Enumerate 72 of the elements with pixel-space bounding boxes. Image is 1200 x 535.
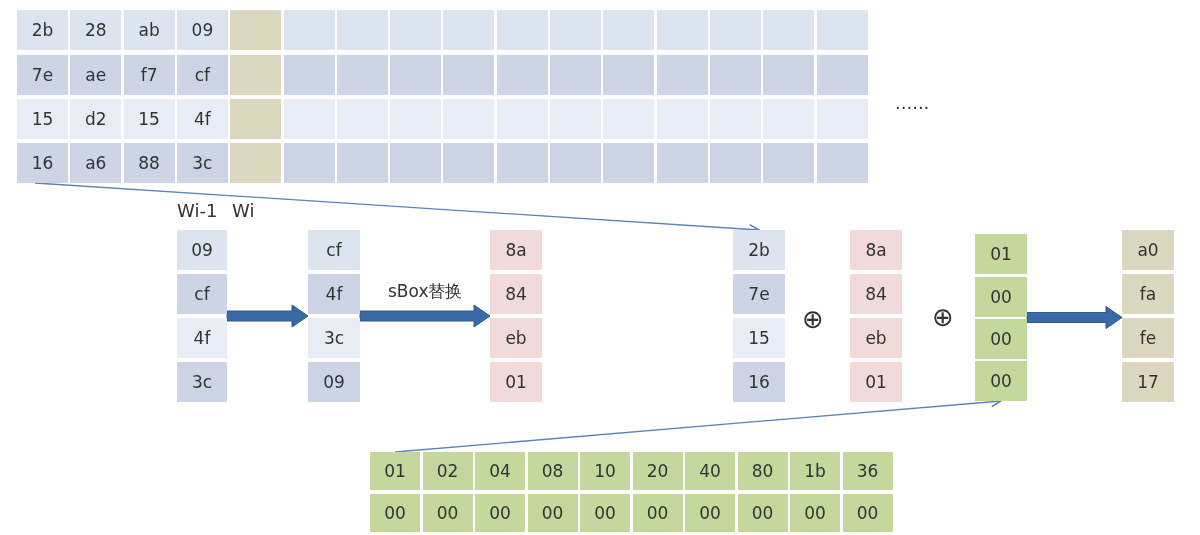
byte-cell: 4f bbox=[177, 318, 227, 358]
column-label: Wi bbox=[232, 200, 255, 221]
table-cell: 80 bbox=[737, 452, 788, 490]
byte-cell: 00 bbox=[975, 277, 1027, 317]
byte-cell: 16 bbox=[733, 362, 785, 402]
table-cell: d2 bbox=[70, 99, 122, 139]
byte-cell: 17 bbox=[1122, 362, 1174, 402]
table-cell: a6 bbox=[70, 143, 122, 183]
byte-cell: 3c bbox=[308, 318, 360, 358]
byte-cell: 15 bbox=[733, 318, 785, 358]
table-cell: f7 bbox=[123, 55, 175, 95]
table-cell: 00 bbox=[527, 494, 578, 532]
table-cell: ae bbox=[70, 55, 122, 95]
block-arrow bbox=[359, 304, 491, 328]
table-cell: 10 bbox=[580, 452, 630, 490]
byte-cell: 2b bbox=[733, 230, 785, 270]
table-cell: 00 bbox=[737, 494, 788, 532]
table-cell: 16 bbox=[17, 143, 68, 183]
table-cell: 00 bbox=[842, 494, 893, 532]
block-arrow bbox=[226, 304, 309, 328]
byte-cell: 7e bbox=[733, 274, 785, 314]
byte-cell: 84 bbox=[490, 274, 542, 314]
table-cell: 00 bbox=[370, 494, 420, 532]
table-cell: 28 bbox=[70, 10, 122, 50]
byte-cell: eb bbox=[850, 318, 902, 358]
block-arrow bbox=[1026, 306, 1123, 329]
table-cell: 20 bbox=[632, 452, 683, 490]
table-cell: 01 bbox=[370, 452, 420, 490]
byte-cell: 09 bbox=[177, 230, 227, 270]
table-cell: 4f bbox=[176, 99, 228, 139]
table-cell: 02 bbox=[422, 452, 473, 490]
table-cell: 40 bbox=[685, 452, 735, 490]
byte-cell: cf bbox=[308, 230, 360, 270]
column-label: Wi-1 bbox=[177, 200, 218, 221]
byte-cell: 00 bbox=[975, 319, 1027, 359]
byte-cell: fe bbox=[1122, 318, 1174, 358]
table-cell: 00 bbox=[790, 494, 840, 532]
byte-cell: cf bbox=[177, 274, 227, 314]
byte-cell: 84 bbox=[850, 274, 902, 314]
byte-cell: fa bbox=[1122, 274, 1174, 314]
table-cell: cf bbox=[176, 55, 228, 95]
table-cell: ab bbox=[123, 10, 175, 50]
byte-cell: 01 bbox=[850, 362, 902, 402]
byte-cell: 00 bbox=[975, 361, 1027, 401]
table-cell: 1b bbox=[790, 452, 840, 490]
table-cell: 15 bbox=[17, 99, 68, 139]
xor-symbol: ⊕ bbox=[802, 304, 824, 334]
byte-cell: 01 bbox=[975, 234, 1027, 274]
table-cell: 00 bbox=[580, 494, 630, 532]
table-cell: 00 bbox=[685, 494, 735, 532]
table-cell: 3c bbox=[176, 143, 228, 183]
table-cell: 04 bbox=[475, 452, 525, 490]
table-cell: 36 bbox=[842, 452, 893, 490]
table-cell: 88 bbox=[123, 143, 175, 183]
table-cell: 15 bbox=[123, 99, 175, 139]
table-cell: 00 bbox=[632, 494, 683, 532]
byte-cell: eb bbox=[490, 318, 542, 358]
xor-symbol: ⊕ bbox=[932, 302, 954, 332]
byte-cell: 8a bbox=[850, 230, 902, 270]
table-cell: 00 bbox=[422, 494, 473, 532]
ellipsis-text: ...... bbox=[895, 92, 930, 113]
byte-cell: 8a bbox=[490, 230, 542, 270]
byte-cell: 4f bbox=[308, 274, 360, 314]
table-cell: 09 bbox=[176, 10, 228, 50]
byte-cell: 09 bbox=[308, 362, 360, 402]
byte-cell: a0 bbox=[1122, 230, 1174, 270]
byte-cell: 3c bbox=[177, 362, 227, 402]
table-cell: 2b bbox=[17, 10, 68, 50]
table-cell: 00 bbox=[475, 494, 525, 532]
table-cell: 08 bbox=[527, 452, 578, 490]
table-cell: 7e bbox=[17, 55, 68, 95]
byte-cell: 01 bbox=[490, 362, 542, 402]
